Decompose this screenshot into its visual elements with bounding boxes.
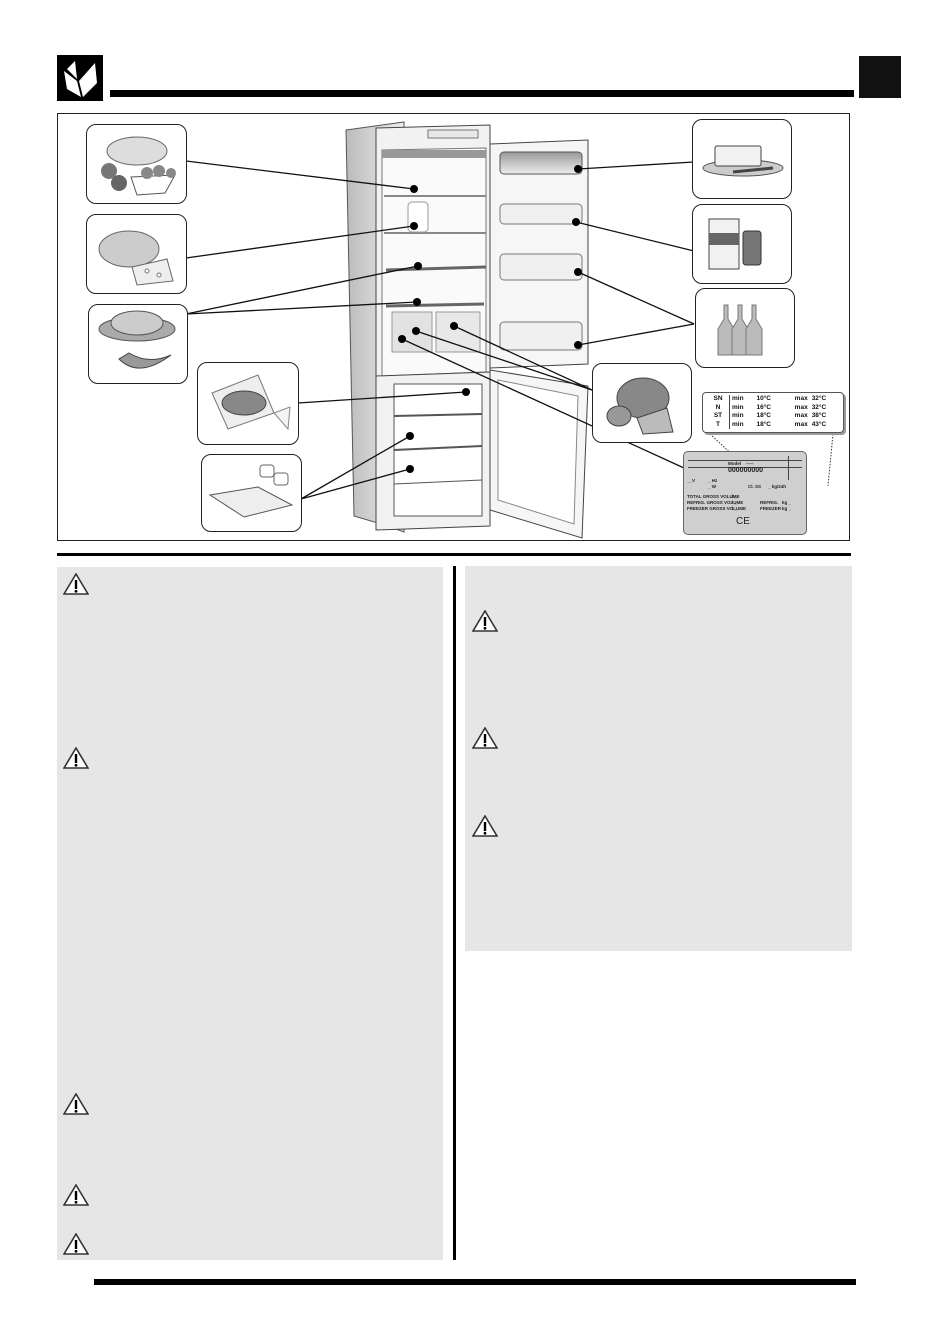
warning-triangle-icon xyxy=(63,573,89,595)
warning-triangle-icon xyxy=(63,1184,89,1206)
fridge-illustration xyxy=(185,121,834,539)
wrapped-fish-icon xyxy=(197,362,299,445)
header-rule xyxy=(110,90,854,97)
warning-triangle-icon xyxy=(63,1233,89,1255)
right-notes-panel xyxy=(465,566,852,951)
butter-icon xyxy=(692,119,792,199)
climate-class-table: SN min 10°C max 32°C N min 16°C max 32°C… xyxy=(702,392,844,433)
open-book-icon xyxy=(57,55,103,101)
warning-triangle-icon xyxy=(472,815,498,837)
leader-lines xyxy=(185,160,695,500)
freezer-door xyxy=(489,369,589,539)
vegetables-icon xyxy=(592,363,692,443)
chicken-fish-icon xyxy=(88,304,188,384)
climate-row: SN min 10°C max 32°C xyxy=(707,395,839,404)
warning-triangle-icon xyxy=(472,727,498,749)
cheese-icon xyxy=(86,214,187,294)
pastry-basket-icon xyxy=(86,124,187,204)
section-rule xyxy=(57,553,851,556)
ce-mark: CE xyxy=(736,516,750,527)
rating-plate: Model ----- 000000000 __V _ Hz _ W Cl. S… xyxy=(683,451,807,535)
milk-can-icon xyxy=(692,204,792,284)
climate-row: T min 18°C max 43°C xyxy=(707,420,839,429)
footer-rule xyxy=(94,1279,856,1285)
ice-tray-icon xyxy=(201,454,302,532)
left-notes-panel xyxy=(57,567,443,1260)
fridge-door xyxy=(489,139,589,369)
climate-row: ST min 18°C max 38°C xyxy=(707,412,839,421)
column-divider xyxy=(453,566,456,1260)
climate-row: N min 16°C max 32°C xyxy=(707,403,839,412)
fridge-storage-diagram xyxy=(57,113,850,541)
bottles-icon xyxy=(695,288,795,368)
warning-triangle-icon xyxy=(63,1093,89,1115)
warning-triangle-icon xyxy=(63,747,89,769)
section-tab xyxy=(859,56,901,98)
warning-triangle-icon xyxy=(472,610,498,632)
callout-dots xyxy=(398,165,582,473)
